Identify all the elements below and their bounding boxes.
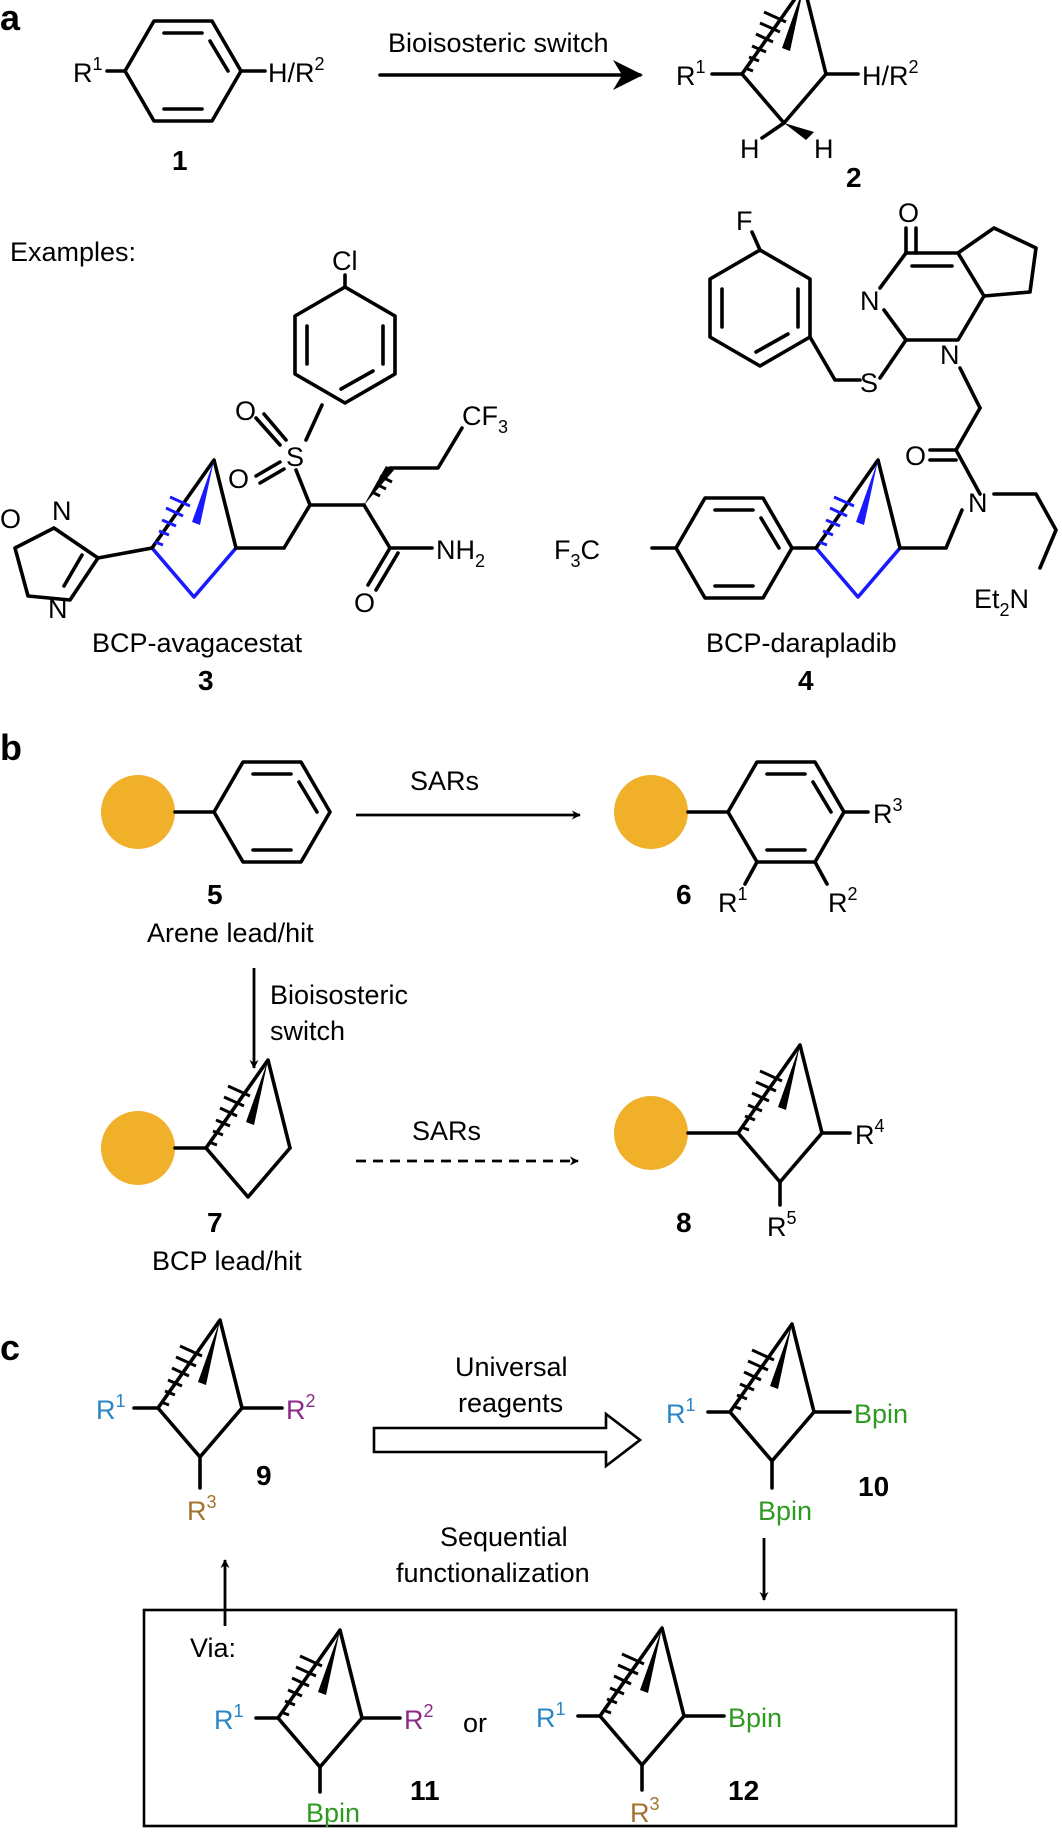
compound-number-9: 9 xyxy=(256,1460,272,1491)
compound-number-7: 7 xyxy=(207,1207,223,1238)
cpd11-r2: R2 xyxy=(404,1701,434,1735)
via-label: Via: xyxy=(190,1633,236,1663)
cpd3-amide-o: O xyxy=(354,588,375,618)
cpd4-amide-n: N xyxy=(968,488,988,518)
cpd3-cl: Cl xyxy=(332,246,358,276)
cpd4-amide-o: O xyxy=(905,441,926,471)
cpd2-h1: H xyxy=(740,134,760,164)
cpd4-et2n: Et2N xyxy=(974,584,1029,620)
compound-number-1: 1 xyxy=(172,145,188,176)
cpd3-cf3: CF3 xyxy=(462,401,508,437)
cpd4-cf3: F3C xyxy=(554,535,600,571)
panel-b: b 5 Arene lead/hit SARs R3 R1 R2 6 Biois… xyxy=(0,727,903,1276)
compound-4-structure: F S N O N O N Et2N xyxy=(554,198,1058,696)
panel-c: c R1 R2 R3 9 Universal reagents R1 Bpin … xyxy=(0,1318,958,1828)
cpd6-r3: R3 xyxy=(873,795,903,829)
cpd6-r1: R1 xyxy=(718,884,748,918)
cpd3-so-o2: O xyxy=(228,464,249,494)
cpd11-r1: R1 xyxy=(214,1701,244,1735)
switch-label-line1: Bioisosteric xyxy=(270,980,408,1010)
cpd12-r3: R3 xyxy=(630,1794,660,1828)
cpd3-nh2: NH2 xyxy=(436,535,485,571)
cpd1-hr2: H/R2 xyxy=(268,54,325,88)
cpd3-s: S xyxy=(286,442,304,472)
compound-1-structure: R1 H/R2 1 xyxy=(73,19,325,176)
compound-3-structure: O N N S O O Cl CF3 xyxy=(0,246,508,696)
cpd2-h2: H xyxy=(814,134,834,164)
compound-number-2: 2 xyxy=(846,162,862,193)
switch-label-line2: switch xyxy=(270,1016,345,1046)
cpd4-s: S xyxy=(860,368,878,398)
caption-bcp-lead: BCP lead/hit xyxy=(152,1246,302,1276)
cpd9-r3: R3 xyxy=(187,1492,217,1526)
compound-number-5: 5 xyxy=(207,879,223,910)
compound-number-8: 8 xyxy=(676,1207,692,1238)
lead-circle-5 xyxy=(101,775,175,849)
cpd3-so-o1: O xyxy=(235,396,256,426)
seq-line2: functionalization xyxy=(396,1558,590,1588)
reagents-line1: Universal xyxy=(455,1352,568,1382)
compound-number-12: 12 xyxy=(728,1775,759,1806)
cpd6-ring xyxy=(726,760,846,864)
cpd3-n1: N xyxy=(52,496,72,526)
panel-label-c: c xyxy=(0,1327,20,1368)
compound-number-3: 3 xyxy=(198,665,214,696)
panel-label-b: b xyxy=(0,727,22,768)
compound-number-10: 10 xyxy=(858,1471,889,1502)
cpd10-bpin-bottom: Bpin xyxy=(758,1496,812,1526)
compound-number-11: 11 xyxy=(410,1775,440,1806)
cpd4-n2: N xyxy=(940,340,960,370)
examples-label: Examples: xyxy=(10,237,136,267)
universal-reagents-arrow xyxy=(372,1411,643,1469)
cpd8-r5: R5 xyxy=(767,1208,797,1242)
seq-line1: Sequential xyxy=(440,1522,568,1552)
sar-top-label: SARs xyxy=(410,766,479,796)
via-box xyxy=(142,1608,958,1828)
caption-arene-lead: Arene lead/hit xyxy=(147,918,314,948)
lead-circle-8 xyxy=(614,1096,688,1170)
lead-circle-7 xyxy=(101,1111,175,1185)
cpd9-r2: R2 xyxy=(286,1391,316,1425)
cpd4-o-top: O xyxy=(898,198,919,228)
cpd10-bpin-right: Bpin xyxy=(854,1399,908,1429)
arrow-text-bioisosteric-switch: Bioisosteric switch xyxy=(388,28,609,58)
compound-number-4: 4 xyxy=(798,665,814,696)
compound-name-bcp-darapladib: BCP-darapladib xyxy=(706,628,897,658)
cpd1-r1: R1 xyxy=(73,54,103,88)
compound-number-6: 6 xyxy=(676,879,692,910)
sar-bottom-label: SARs xyxy=(412,1116,481,1146)
cpd12-bpin: Bpin xyxy=(728,1703,782,1733)
cpd11-bpin: Bpin xyxy=(306,1798,360,1828)
cpd12-r1: R1 xyxy=(536,1699,566,1733)
cpd8-r4: R4 xyxy=(855,1116,885,1150)
cpd6-r2: R2 xyxy=(828,884,858,918)
cpd2-hr2: H/R2 xyxy=(862,57,919,91)
cpd4-n1: N xyxy=(860,286,880,316)
panel-a: a R1 H/R2 1 Bioisosteric switch R1 H/R2 … xyxy=(0,0,1058,696)
lead-circle-6 xyxy=(614,775,688,849)
cpd10-r1: R1 xyxy=(666,1395,696,1429)
compound-name-bcp-avagacestat: BCP-avagacestat xyxy=(92,628,303,658)
cpd4-f: F xyxy=(736,206,753,236)
or-label: or xyxy=(463,1708,487,1738)
cpd9-r1: R1 xyxy=(96,1391,126,1425)
cpd2-r1: R1 xyxy=(676,57,706,91)
compound-2-structure: R1 H/R2 H H 2 xyxy=(676,0,919,193)
cpd3-oxadiazole-o: O xyxy=(0,504,21,534)
reagents-line2: reagents xyxy=(458,1388,563,1418)
cpd3-n2: N xyxy=(48,594,68,624)
panel-label-a: a xyxy=(0,0,21,38)
